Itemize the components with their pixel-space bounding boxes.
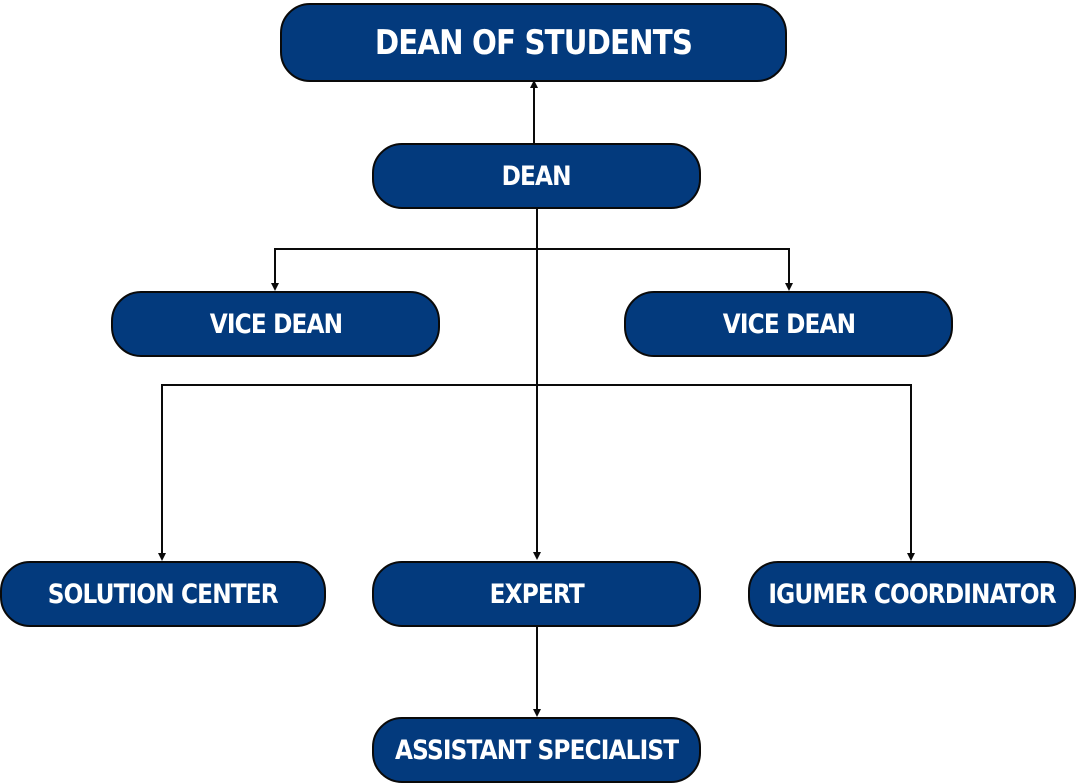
node-igumer-coordinator: IGUMER COORDINATOR bbox=[748, 561, 1076, 627]
node-label: DEAN OF STUDENTS bbox=[374, 22, 693, 63]
node-vice-dean-right: VICE DEAN bbox=[624, 291, 953, 357]
node-dean-of-students: DEAN OF STUDENTS bbox=[280, 3, 787, 82]
connector-solution bbox=[158, 384, 537, 561]
node-label: VICE DEAN bbox=[722, 308, 855, 340]
node-expert: EXPERT bbox=[372, 561, 701, 627]
node-assistant-specialist: ASSISTANT SPECIALIST bbox=[372, 717, 701, 783]
node-vice-dean-left: VICE DEAN bbox=[111, 291, 440, 357]
node-label: SOLUTION CENTER bbox=[47, 578, 279, 610]
node-label: IGUMER COORDINATOR bbox=[768, 578, 1056, 610]
node-label: DEAN bbox=[501, 160, 572, 192]
connector-vice-left bbox=[271, 248, 537, 291]
node-label: VICE DEAN bbox=[209, 308, 342, 340]
node-solution-center: SOLUTION CENTER bbox=[0, 561, 326, 627]
node-label: ASSISTANT SPECIALIST bbox=[394, 734, 679, 766]
node-dean: DEAN bbox=[372, 143, 701, 209]
connector-igumer bbox=[537, 384, 915, 561]
node-label: EXPERT bbox=[489, 578, 584, 610]
connector-vice-right bbox=[537, 248, 793, 291]
